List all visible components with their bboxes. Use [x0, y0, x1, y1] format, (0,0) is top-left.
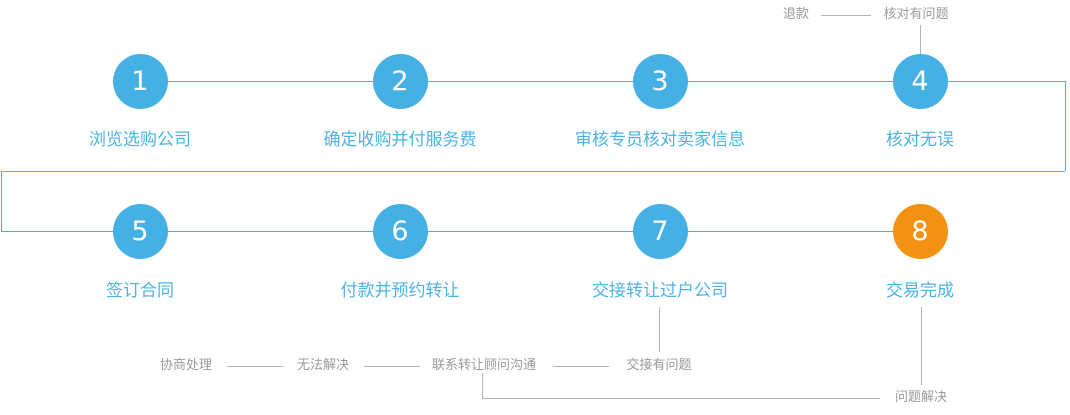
- step-6-number: 6: [372, 203, 428, 259]
- note-line-refund-to-issue: [821, 15, 871, 16]
- step-5-number: 5: [112, 203, 168, 259]
- connector-step1-step2: [166, 81, 374, 82]
- connector-step4-to-right-edge: [946, 81, 1065, 82]
- step-3-number: 3: [632, 53, 688, 109]
- step-2[interactable]: 2: [372, 53, 428, 109]
- note-line-issue-to-step4: [920, 25, 921, 54]
- note-line-step7-to-handover-issue: [659, 307, 660, 352]
- step-5-label: 签订合同: [106, 281, 174, 301]
- note-line-contact-drop: [482, 373, 483, 398]
- step-1-label: 浏览选购公司: [89, 130, 191, 150]
- step-1-number: 1: [112, 53, 168, 109]
- step-6[interactable]: 6: [372, 203, 428, 259]
- step-8-number: 8: [892, 203, 948, 259]
- step-8-label: 交易完成: [886, 281, 954, 301]
- step-8[interactable]: 8: [892, 203, 948, 259]
- note-check-issue: 核对有问题: [883, 7, 949, 22]
- connector-step7-step8: [686, 231, 894, 232]
- step-4-number: 4: [892, 53, 948, 109]
- connector-step6-step7: [426, 231, 634, 232]
- step-5[interactable]: 5: [112, 203, 168, 259]
- note-resolved: 问题解决: [894, 390, 948, 405]
- note-handover-issue: 交接有问题: [626, 358, 692, 373]
- connector-right-edge-vertical: [1065, 81, 1066, 171]
- step-7-label: 交接转让过户公司: [592, 281, 728, 301]
- note-line-resolved-run: [482, 398, 880, 399]
- step-2-number: 2: [372, 53, 428, 109]
- note-unresolved: 无法解决: [296, 358, 350, 373]
- step-2-label: 确定收购并付服务费: [323, 130, 477, 150]
- note-line-unresolved-to-contact: [364, 366, 420, 367]
- note-refund: 退款: [782, 7, 810, 22]
- connector-left-edge-vertical: [1, 171, 2, 231]
- step-7-number: 7: [632, 203, 688, 259]
- note-line-step8-to-resolved: [921, 307, 922, 385]
- step-4[interactable]: 4: [892, 53, 948, 109]
- step-4-label: 核对无误: [886, 130, 954, 150]
- connector-wrap-top: [1, 171, 1065, 172]
- connector-step2-step3: [426, 81, 634, 82]
- note-line-contact-to-handover-issue: [553, 366, 609, 367]
- step-1[interactable]: 1: [112, 53, 168, 109]
- connector-wrap-bottom-to-step5: [1, 231, 113, 232]
- connector-step3-step4: [686, 81, 894, 82]
- step-3[interactable]: 3: [632, 53, 688, 109]
- step-7[interactable]: 7: [632, 203, 688, 259]
- note-negotiate: 协商处理: [159, 358, 213, 373]
- connector-step5-step6: [166, 231, 374, 232]
- note-contact-advisor: 联系转让顾问沟通: [431, 358, 537, 373]
- step-6-label: 付款并预约转让: [340, 281, 460, 301]
- note-line-negotiate-to-unresolved: [227, 366, 283, 367]
- step-3-label: 审核专员核对卖家信息: [575, 130, 745, 150]
